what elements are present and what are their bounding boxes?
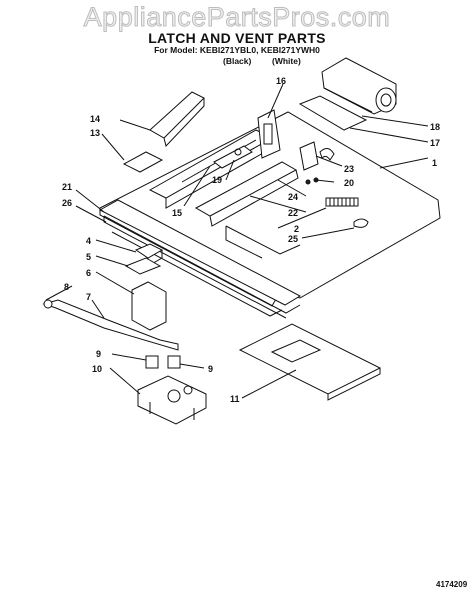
part-duct[interactable] bbox=[299, 141, 319, 171]
callout-13: 13 bbox=[90, 128, 100, 138]
part-spacer-right[interactable] bbox=[167, 355, 181, 369]
callout-8: 8 bbox=[64, 282, 69, 292]
part-small-plate[interactable] bbox=[122, 151, 164, 173]
callout-2: 2 bbox=[294, 224, 299, 234]
part-base-panel[interactable] bbox=[99, 111, 441, 307]
callout-20: 20 bbox=[344, 178, 354, 188]
callout-23: 23 bbox=[344, 164, 354, 174]
callout-9-right: 9 bbox=[208, 364, 213, 374]
callout-9-left: 9 bbox=[96, 349, 101, 359]
callout-15: 15 bbox=[172, 208, 182, 218]
callout-26: 26 bbox=[62, 198, 72, 208]
callout-10: 10 bbox=[92, 364, 102, 374]
color-black-label: (Black) bbox=[223, 56, 252, 66]
part-latch-bracket[interactable] bbox=[213, 145, 253, 169]
callout-14: 14 bbox=[90, 114, 100, 124]
part-latch-arm[interactable] bbox=[42, 299, 179, 351]
callout-6: 6 bbox=[86, 268, 91, 278]
callout-7: 7 bbox=[86, 292, 91, 302]
callout-18: 18 bbox=[430, 122, 440, 132]
callout-21: 21 bbox=[62, 182, 72, 192]
callout-5: 5 bbox=[86, 252, 91, 262]
part-latch-guard[interactable] bbox=[131, 281, 167, 331]
part-latch-motor[interactable] bbox=[137, 375, 207, 425]
callout-22: 22 bbox=[288, 208, 298, 218]
part-front-rail[interactable] bbox=[98, 199, 302, 306]
diagram-part-number: 4174209 bbox=[436, 580, 468, 589]
callout-1: 1 bbox=[432, 158, 437, 168]
callout-4: 4 bbox=[86, 236, 91, 246]
color-white-label: (White) bbox=[272, 56, 301, 66]
callout-25: 25 bbox=[288, 234, 298, 244]
callout-17: 17 bbox=[430, 138, 440, 148]
part-spacer-left[interactable] bbox=[145, 355, 159, 369]
part-latch-spacer[interactable] bbox=[124, 257, 162, 275]
model-line: For Model: KEBI271YBL0, KEBI271YWH0 bbox=[154, 45, 320, 55]
callout-16: 16 bbox=[276, 76, 286, 86]
part-mounting-plate[interactable] bbox=[298, 95, 368, 131]
part-vent-frame[interactable] bbox=[257, 109, 281, 159]
part-clip[interactable] bbox=[353, 218, 369, 228]
callout-11: 11 bbox=[230, 394, 240, 404]
diagram-title: LATCH AND VENT PARTS bbox=[148, 30, 326, 46]
watermark: AppliancePartsPros.com bbox=[83, 2, 391, 33]
callout-24: 24 bbox=[288, 192, 298, 202]
callout-19: 19 bbox=[212, 175, 222, 185]
